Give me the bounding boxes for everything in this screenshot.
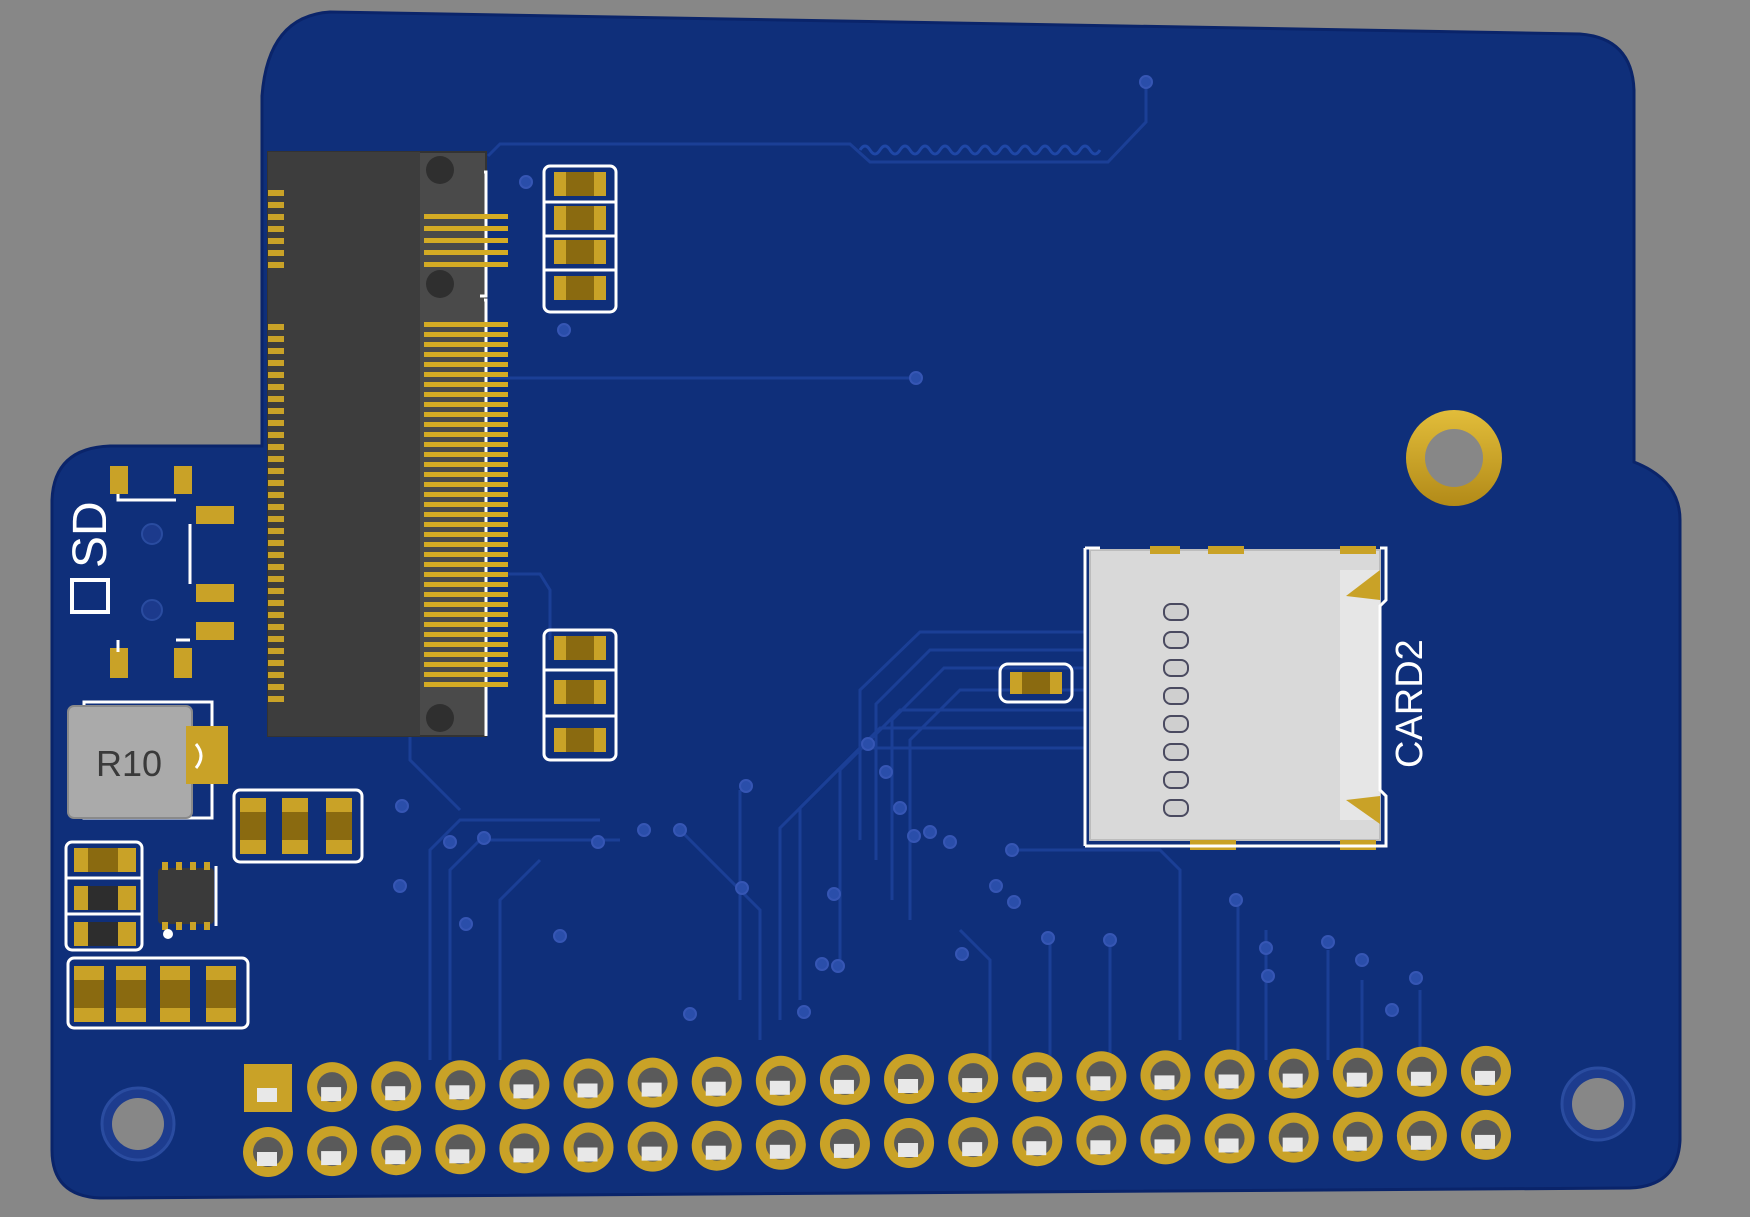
- header-pin: [627, 1121, 678, 1172]
- header-pin: [1461, 1045, 1511, 1096]
- header-pin: [244, 1064, 292, 1112]
- header-pin: [948, 1117, 999, 1168]
- header-pin: [371, 1125, 422, 1176]
- header-pin: [1461, 1109, 1511, 1160]
- header-pin: [1268, 1048, 1319, 1099]
- mounting-holes: [100, 410, 1636, 1162]
- sd-label-box: [70, 578, 110, 614]
- card2-label: CARD2: [1389, 639, 1431, 768]
- header-pin: [1012, 1116, 1063, 1167]
- header-pin: [755, 1055, 806, 1106]
- power-inductor: [67, 700, 228, 820]
- header-pin: [948, 1053, 999, 1104]
- header-pin: [1204, 1113, 1255, 1164]
- header-pin: [755, 1119, 806, 1170]
- header-pin: [1140, 1050, 1191, 1101]
- capacitor-stack-top: [542, 164, 618, 314]
- m2-slot-connector: [267, 151, 508, 737]
- header-pin: [1140, 1114, 1191, 1165]
- vias: [393, 75, 1423, 1021]
- header-pin: [307, 1062, 358, 1113]
- sd-select-switch: [110, 466, 234, 678]
- header-pin: [1204, 1049, 1255, 1100]
- header-pin: [691, 1056, 742, 1107]
- header-pin: [499, 1059, 550, 1110]
- sd-label: SD: [64, 501, 117, 568]
- capacitor-single: [998, 662, 1074, 704]
- capacitor-stack-middle: [542, 628, 618, 762]
- header-pin: [1396, 1046, 1447, 1097]
- 2x20-pin-header: [243, 1045, 1511, 1177]
- header-pin: [1396, 1110, 1447, 1161]
- header-pin: [1268, 1112, 1319, 1163]
- header-pin: [563, 1122, 614, 1173]
- small-outline-ic: [158, 862, 218, 939]
- header-pin: [819, 1054, 870, 1105]
- capacitor-row-three: [232, 788, 364, 864]
- header-pin: [499, 1123, 550, 1174]
- capacitor-column-left: [64, 840, 144, 952]
- microsd-card-socket: [1083, 546, 1388, 850]
- header-pin: [1332, 1047, 1383, 1098]
- header-pin: [884, 1118, 935, 1168]
- header-pin: [1012, 1052, 1063, 1103]
- header-pin: [243, 1127, 293, 1177]
- header-pin: [1076, 1115, 1127, 1166]
- meander-trace: [858, 144, 1102, 156]
- header-pin: [307, 1126, 358, 1177]
- header-pin: [371, 1061, 422, 1112]
- header-pin: [1076, 1051, 1127, 1102]
- header-pin: [1332, 1111, 1383, 1162]
- header-pin: [563, 1058, 614, 1109]
- header-pin: [884, 1054, 935, 1104]
- header-pin: [435, 1124, 486, 1175]
- header-pin: [691, 1120, 742, 1171]
- capacitor-row-four: [66, 956, 250, 1030]
- r10-label: R10: [96, 743, 162, 784]
- header-pin: [627, 1057, 678, 1108]
- header-pin: [819, 1118, 870, 1169]
- header-pin: [435, 1060, 486, 1111]
